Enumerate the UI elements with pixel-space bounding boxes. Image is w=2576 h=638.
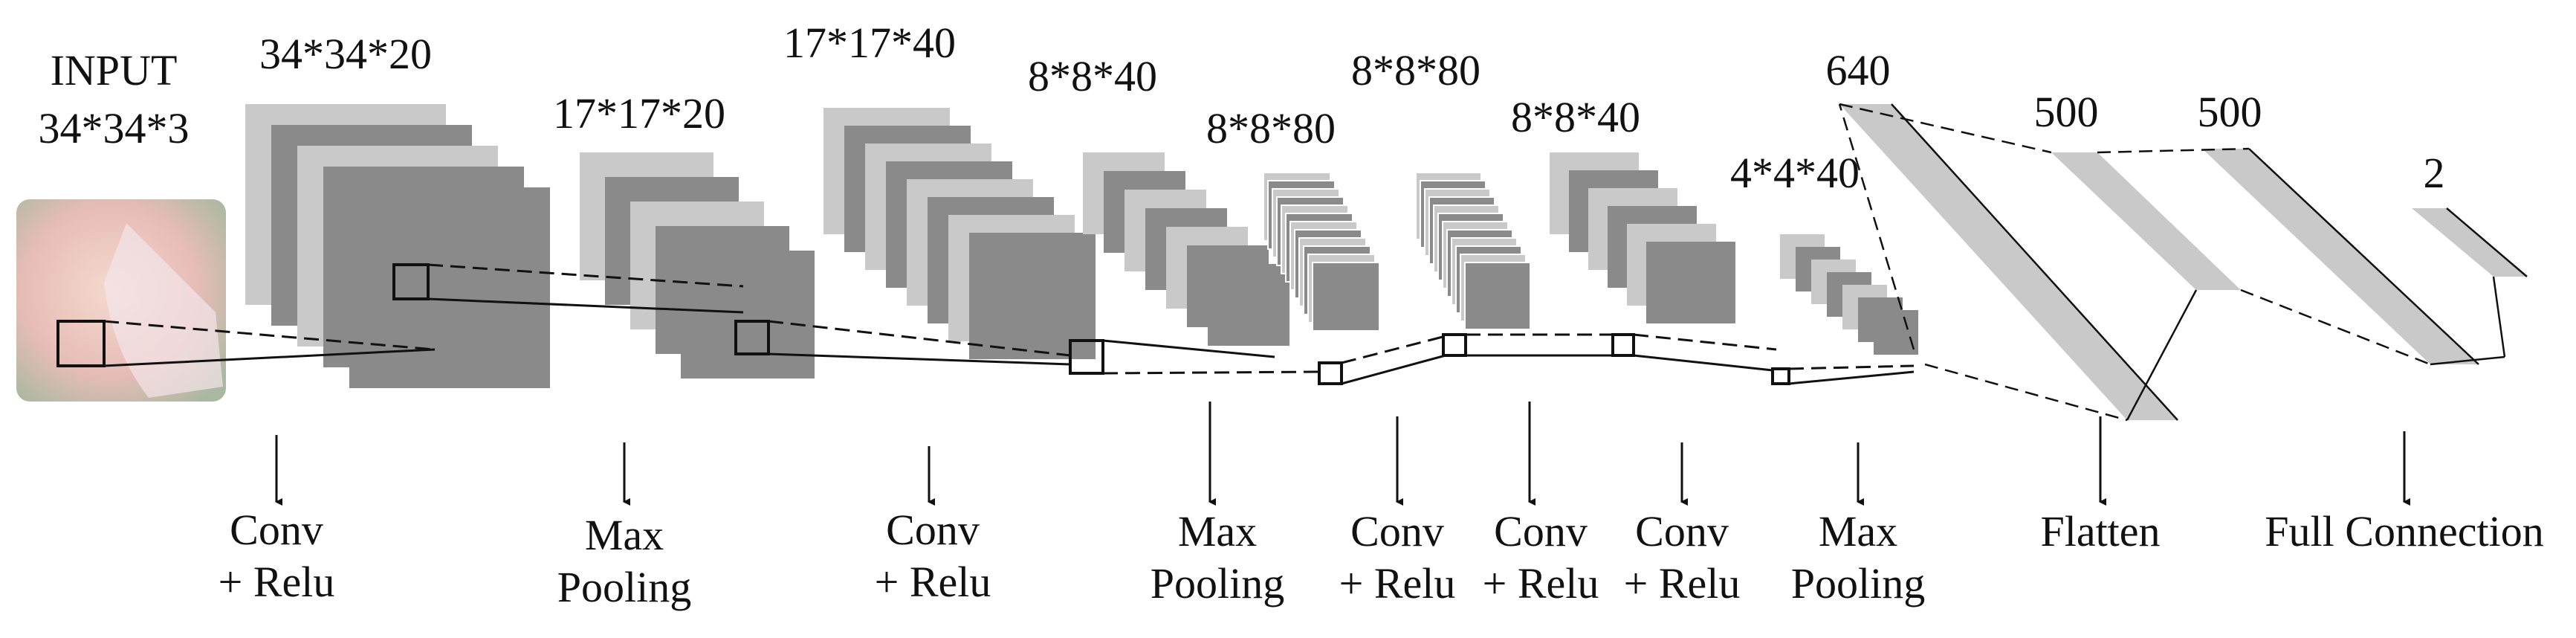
connector-line-9 bbox=[1341, 335, 1446, 364]
dense-envelope-line-8 bbox=[2492, 276, 2506, 358]
op-conv2: Conv+ Relu bbox=[874, 506, 991, 606]
input-receptive-box bbox=[56, 320, 106, 367]
conv1-kernel bbox=[392, 263, 430, 300]
stack-conv2 bbox=[823, 108, 1096, 359]
connector-line-15 bbox=[1788, 364, 1915, 370]
feature-map-conv2-8 bbox=[969, 233, 1096, 359]
op-conv4: Conv+ Relu bbox=[1482, 507, 1599, 608]
dense-envelope-line-9 bbox=[2430, 355, 2505, 366]
connector-line-4 bbox=[427, 297, 744, 314]
receptive-field-connectors bbox=[103, 103, 2528, 422]
op-conv5: Conv+ Relu bbox=[1623, 507, 1741, 608]
stack-pool3 bbox=[1780, 234, 1918, 355]
dense-envelope-line-5 bbox=[2240, 289, 2431, 366]
feature-map-conv5-6 bbox=[1646, 242, 1735, 323]
dense-label-flat: 640 bbox=[1825, 46, 1891, 94]
block-label-pool3: 4*4*40 bbox=[1730, 149, 1860, 197]
dense-envelope-line-4 bbox=[2097, 147, 2250, 154]
block-label-conv2: 17*17*40 bbox=[783, 19, 956, 67]
feature-map-pool2-7 bbox=[1208, 264, 1289, 346]
connector-line-14 bbox=[1633, 354, 1773, 372]
input-image-highlight bbox=[104, 223, 223, 398]
connector-line-16 bbox=[1788, 370, 1915, 385]
block-label-conv3: 8*8*80 bbox=[1206, 104, 1336, 152]
conv4-kernel bbox=[1442, 333, 1467, 357]
dense-envelope-line-11 bbox=[1838, 103, 1915, 350]
dense-envelope-line-6 bbox=[2248, 148, 2479, 365]
connector-line-13 bbox=[1633, 333, 1777, 351]
op-conv1: Conv+ Relu bbox=[218, 506, 335, 606]
stack-conv1 bbox=[245, 104, 550, 388]
dense-bar-out bbox=[2412, 208, 2527, 277]
dense-envelope-line-2 bbox=[2126, 289, 2198, 421]
dense-envelope-line-10 bbox=[1924, 363, 2128, 422]
connector-line-2 bbox=[103, 348, 436, 367]
conv2-kernel bbox=[1069, 339, 1104, 375]
input-title: INPUT bbox=[50, 46, 178, 94]
block-label-conv5: 8*8*40 bbox=[1511, 93, 1640, 141]
op-flatten: Flatten bbox=[2040, 507, 2161, 555]
connector-line-3 bbox=[427, 263, 744, 288]
dense-bar-flat bbox=[1839, 104, 2178, 420]
dense-label-fc2: 500 bbox=[2197, 88, 2262, 136]
block-label-conv1: 34*34*20 bbox=[259, 30, 432, 78]
block-label-pool1: 17*17*20 bbox=[553, 89, 725, 138]
connector-line-1 bbox=[103, 320, 436, 351]
op-full-connection: Full Connection bbox=[2265, 507, 2544, 555]
connector-line-8 bbox=[1102, 370, 1320, 375]
conv5-kernel bbox=[1611, 333, 1635, 357]
pool1-kernel bbox=[734, 320, 770, 355]
feature-map-pool3-7 bbox=[1874, 310, 1918, 355]
dense-envelope-line-1 bbox=[1839, 103, 2052, 154]
pool3-kernel bbox=[1771, 367, 1790, 385]
conv3-kernel bbox=[1318, 361, 1343, 385]
stack-pool2 bbox=[1083, 152, 1289, 346]
stack-conv3 bbox=[1263, 172, 1380, 332]
dense-label-fc1: 500 bbox=[2033, 88, 2099, 136]
stack-pool1 bbox=[580, 152, 815, 378]
connector-line-6 bbox=[768, 352, 1071, 366]
op-conv3: Conv+ Relu bbox=[1339, 507, 1456, 608]
feature-map-pool1-5 bbox=[681, 251, 815, 378]
feature-map-conv3-12 bbox=[1312, 262, 1380, 332]
operation-arrows bbox=[275, 402, 2410, 506]
connector-line-5 bbox=[768, 320, 1071, 357]
dense-bar-fc2 bbox=[2202, 149, 2479, 364]
stack-conv5 bbox=[1550, 152, 1735, 323]
stack-conv4 bbox=[1415, 172, 1531, 330]
feature-map-conv4-12 bbox=[1464, 262, 1531, 330]
feature-map-conv1-5 bbox=[349, 187, 550, 388]
connector-line-10 bbox=[1341, 354, 1446, 385]
dense-label-out: 2 bbox=[2423, 149, 2445, 197]
block-label-pool2: 8*8*40 bbox=[1028, 52, 1157, 100]
dense-envelope-line-7 bbox=[2446, 207, 2528, 277]
block-label-conv4: 8*8*80 bbox=[1351, 46, 1480, 94]
dense-bar-fc1 bbox=[2051, 152, 2241, 290]
feature-map-stacks bbox=[16, 104, 2527, 420]
input-dims: 34*34*3 bbox=[38, 104, 190, 152]
dense-envelope-line-3 bbox=[1891, 103, 2178, 421]
connector-line-7 bbox=[1102, 339, 1275, 358]
